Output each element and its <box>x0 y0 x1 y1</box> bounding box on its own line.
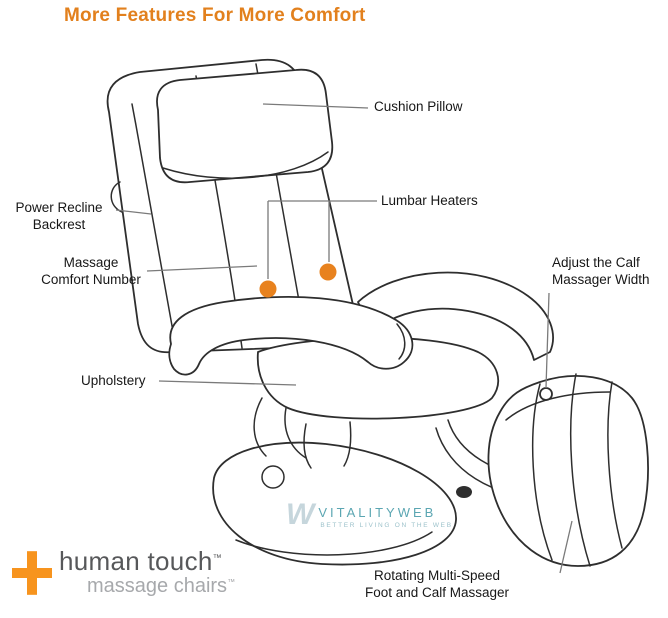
massager-seam <box>607 381 623 549</box>
base-detail-circle <box>261 465 285 489</box>
base-rim <box>235 531 433 556</box>
massager-top-roll <box>505 391 611 421</box>
label-cushion-pillow: Cushion Pillow <box>374 99 463 114</box>
watermark-tagline: BETTER LIVING ON THE WEB <box>320 522 453 529</box>
pillow-fold <box>162 151 329 179</box>
seat-front-seam <box>253 397 267 457</box>
armrest-near <box>168 296 414 376</box>
watermark-name: VITALITYWEB <box>318 505 437 520</box>
chair-base <box>212 441 472 566</box>
label-power-recline-backrest: Power Recline Backrest <box>15 200 103 232</box>
seat-pedestal <box>303 421 352 469</box>
armrest-far <box>357 271 554 361</box>
page-title: More Features For More Comfort <box>64 5 366 26</box>
leader-line-adjust-calf <box>545 292 550 389</box>
human-touch-logo: human touch™ massage chairs™ <box>12 546 236 598</box>
calf-width-knob <box>539 387 553 401</box>
label-adjust-calf-massager: Adjust the Calf Massager Width <box>552 255 650 287</box>
leader-line-rotating-foot <box>559 520 573 574</box>
lumbar-heater-dot <box>259 280 277 298</box>
leader-line-massage-comfort <box>146 265 258 272</box>
leader-lines <box>115 103 573 574</box>
label-rotating-foot-massager: Rotating Multi-Speed Foot and Calf Massa… <box>364 568 510 600</box>
human-touch-cross-icon <box>12 550 52 595</box>
seat-cushion <box>253 336 500 459</box>
leader-line-upholstery <box>158 380 297 386</box>
base-caster <box>456 486 472 498</box>
seat-front-seam <box>284 407 307 459</box>
logo-brand-name: human touch™ <box>59 546 222 576</box>
leader-line-power-recline <box>115 209 152 215</box>
cushion-pillow <box>156 68 334 184</box>
leader-line-lumbar-heaters <box>267 200 377 279</box>
logo-sub-name: massage chairs™ <box>87 575 236 598</box>
label-upholstery: Upholstery <box>81 373 146 388</box>
lumbar-heater-dot <box>319 263 337 281</box>
vitalityweb-watermark: W VITALITYWEB BETTER LIVING ON THE WEB <box>286 500 453 530</box>
foot-calf-massager <box>487 373 649 567</box>
armrest-cap-seam <box>396 323 406 360</box>
massager-seam <box>532 383 553 561</box>
label-massage-comfort-number: Massage Comfort Number <box>41 255 141 287</box>
massager-seam <box>569 373 591 567</box>
label-lumbar-heaters: Lumbar Heaters <box>381 193 478 208</box>
vitalityweb-logo-icon: W <box>286 498 315 531</box>
leader-line-cushion-pillow <box>262 103 369 109</box>
